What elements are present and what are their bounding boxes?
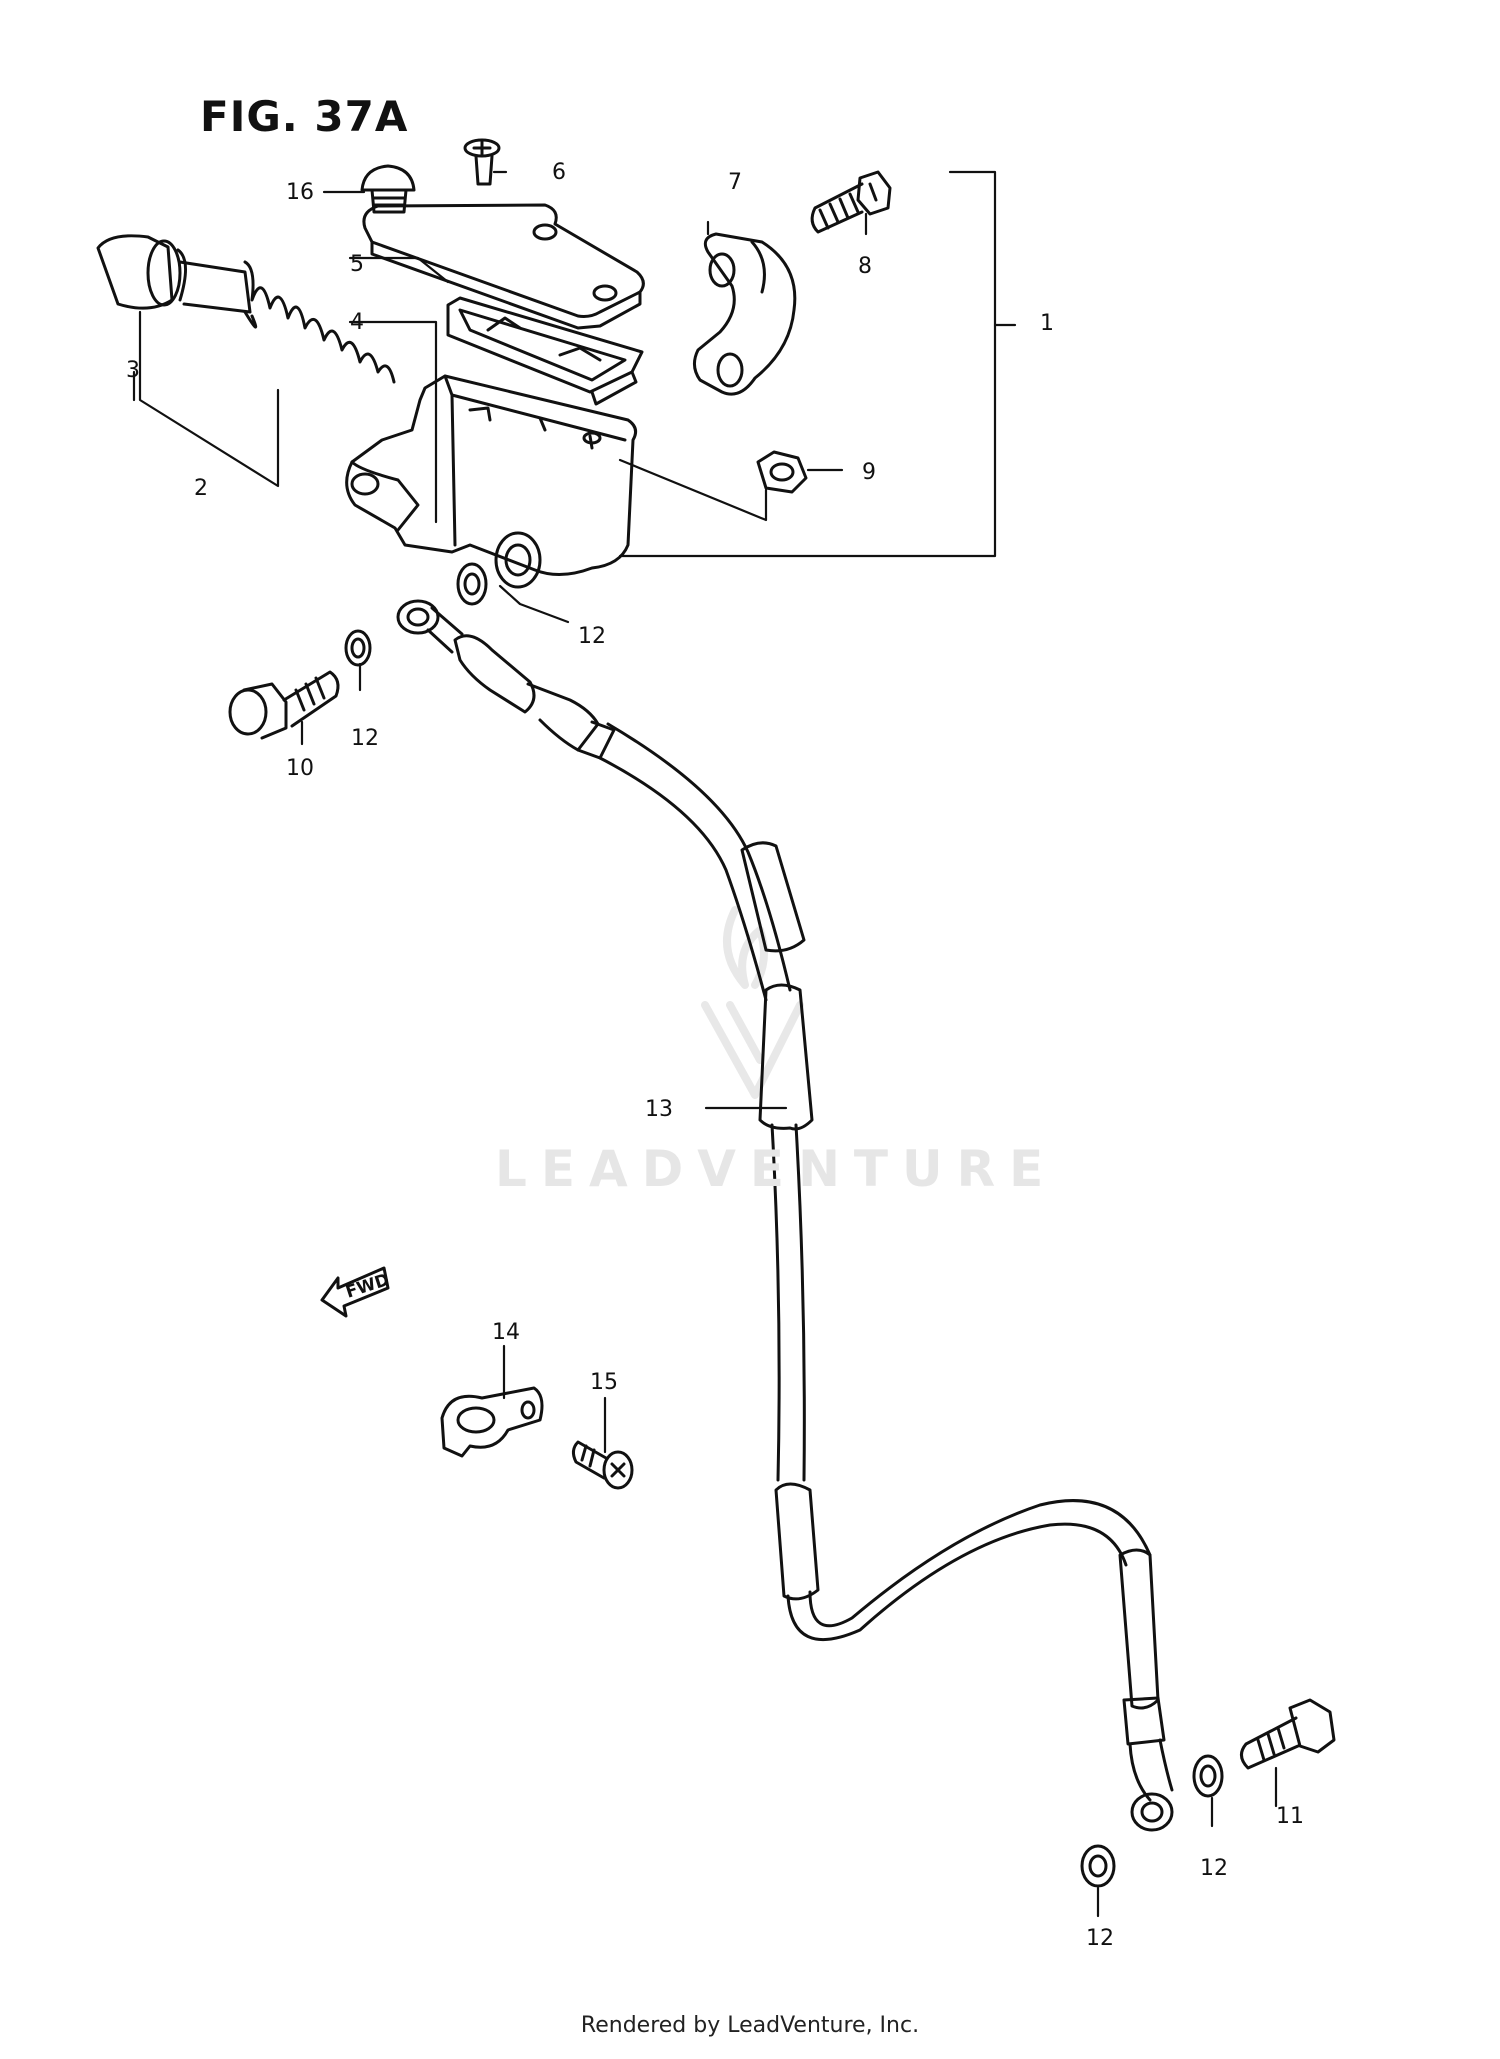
- footer-credit: Rendered by LeadVenture, Inc.: [580, 2013, 920, 2038]
- callout-3: 3: [126, 358, 140, 383]
- banjo-bolt-part-11: [1240, 1698, 1336, 1770]
- callout-1: 1: [1040, 311, 1054, 336]
- washer-part-12-d: [1080, 1844, 1116, 1888]
- clamp-part-7: [693, 232, 797, 396]
- callout-9: 9: [862, 460, 876, 485]
- callout-8: 8: [858, 254, 872, 279]
- screw-part-6: [463, 138, 501, 186]
- watermark-logo: [701, 906, 804, 1099]
- reservoir-cover-part-5: [362, 203, 645, 330]
- callout-14: 14: [492, 1320, 520, 1345]
- callout-12-left: 12: [351, 726, 379, 751]
- callout-7: 7: [728, 170, 742, 195]
- callout-12-bottom: 12: [1086, 1926, 1114, 1951]
- callout-13: 13: [645, 1097, 673, 1122]
- diaphragm-part-4: [446, 296, 644, 406]
- banjo-bolt-part-10: [228, 670, 340, 740]
- nut-part-9: [756, 450, 808, 494]
- watermark-text: LEADVENTURE: [495, 1140, 1058, 1198]
- hose-part-13: [396, 599, 1174, 1832]
- callout-4: 4: [350, 310, 364, 335]
- leader-lines: [132, 170, 1278, 1918]
- callout-2: 2: [194, 476, 208, 501]
- callout-12-master: 12: [578, 624, 606, 649]
- washer-part-12-b: [344, 629, 372, 667]
- fwd-arrow-icon: FWD: [320, 1266, 392, 1318]
- hose-clamp-part-14: [440, 1386, 544, 1458]
- bolt-part-8: [810, 170, 892, 234]
- washer-part-12-a: [456, 562, 488, 606]
- callout-11: 11: [1276, 1804, 1304, 1829]
- piston-assembly: [96, 234, 396, 384]
- figure-title: FIG. 37A: [200, 92, 409, 141]
- callout-12-right: 12: [1200, 1856, 1228, 1881]
- callout-6: 6: [552, 160, 566, 185]
- master-cylinder-body: [345, 374, 638, 589]
- callout-10: 10: [286, 756, 314, 781]
- callout-15: 15: [590, 1370, 618, 1395]
- screw-part-15: [571, 1440, 634, 1490]
- callout-16: 16: [286, 180, 314, 205]
- callout-5: 5: [350, 252, 364, 277]
- washer-part-12-c: [1192, 1754, 1224, 1798]
